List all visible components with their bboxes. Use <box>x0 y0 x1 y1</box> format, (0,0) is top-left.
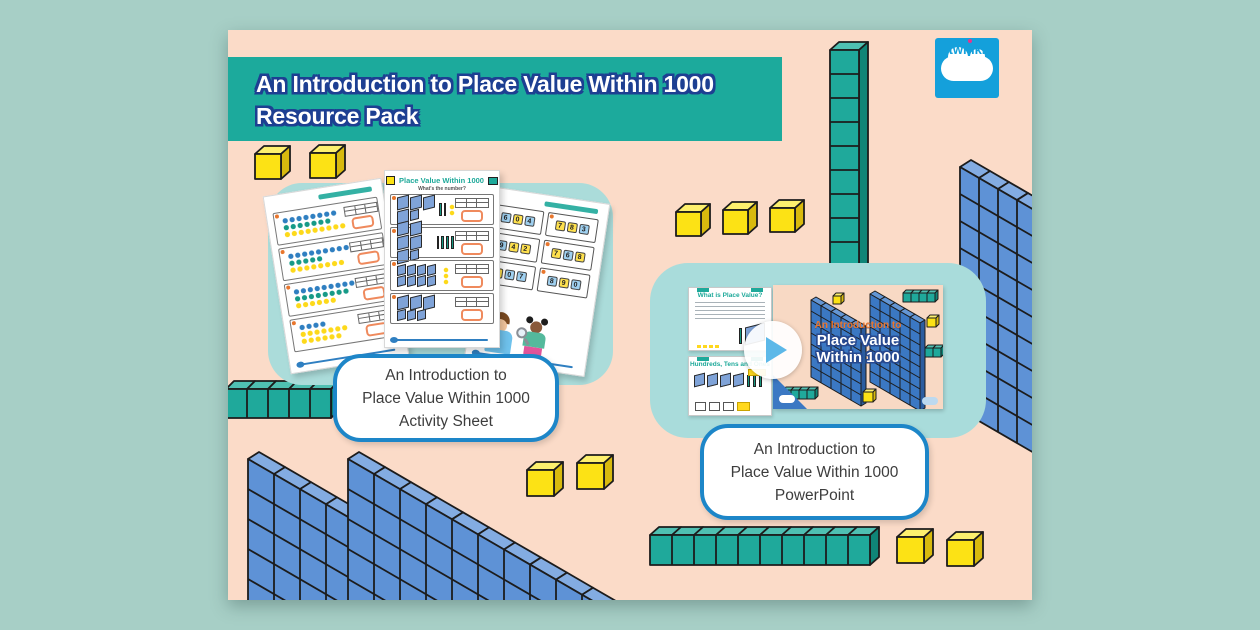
cover-rod-icon <box>902 289 939 303</box>
slide-answer-boxes <box>695 402 750 411</box>
base-ten-cube-icon <box>309 144 346 179</box>
resource-pack-card: An Introduction to Place Value Within 10… <box>228 30 1032 600</box>
cover-cube-icon <box>832 292 845 305</box>
base-ten-cube-icon <box>769 199 805 233</box>
digit-tile: 0 <box>569 279 582 291</box>
cover-kicker: An Introduction to <box>814 320 902 331</box>
digit-tile: 6 <box>562 249 574 261</box>
worksheet-question-row <box>390 194 494 225</box>
worksheet-subtitle: What's the number? <box>418 186 466 192</box>
digit-tile: 6 <box>499 211 512 224</box>
twinkl-logo-dot <box>968 39 972 43</box>
slide-artwork <box>738 322 766 346</box>
digit-tile: 7 <box>515 270 527 283</box>
cover-corner-triangle <box>773 375 807 409</box>
base-ten-tower-icon <box>829 41 869 291</box>
slide1-title: What is Place Value? <box>697 292 763 299</box>
base-ten-cube-icon <box>722 201 758 235</box>
magnifying-glass-icon <box>515 326 529 340</box>
digit-tile: 8 <box>566 221 578 234</box>
base-ten-cube-icon <box>946 531 984 567</box>
digit-tile: 0 <box>503 269 515 281</box>
worksheet-question-row <box>390 220 494 264</box>
twinkl-cloud-icon <box>922 397 938 405</box>
twinkl-logo[interactable]: twinkl <box>935 38 999 98</box>
base-ten-rod-icon <box>649 526 880 566</box>
base-ten-flat-wall-icon <box>347 451 616 600</box>
activity-callout-line2: Place Value Within 1000 <box>362 389 530 407</box>
powerpoint-callout-line1: An Introduction to <box>753 440 876 458</box>
cover-flat-wall-icon <box>810 296 867 407</box>
twinkl-logo-text: twinkl <box>948 42 986 57</box>
cover-cube-icon <box>926 314 940 328</box>
digit-tile: 3 <box>578 223 590 236</box>
slide-corner-tab <box>751 288 763 292</box>
digit-tile: 0 <box>511 213 524 226</box>
cover-flat-wall-icon <box>869 290 926 409</box>
slide-body-text-lines <box>695 302 765 322</box>
digit-tile: 8 <box>573 251 586 263</box>
page-title-line1: An Introduction to Place Value Within 10… <box>256 71 714 97</box>
play-button[interactable] <box>744 321 802 379</box>
header-banner: An Introduction to Place Value Within 10… <box>228 57 782 141</box>
worksheet-page-center: Place Value Within 1000 What's the numbe… <box>384 170 500 348</box>
base-ten-cube-icon <box>526 461 564 497</box>
worksheet-question-row <box>390 293 494 324</box>
digit-tile: 7 <box>550 247 562 260</box>
powerpoint-cover-slide[interactable]: An Introduction to Place Value Within 10… <box>773 285 943 409</box>
activity-callout-line1: An Introduction to <box>385 366 507 384</box>
slide-yellow-cubes-row <box>697 345 719 348</box>
powerpoint-callout-line2: Place Value Within 1000 <box>730 463 899 481</box>
slide-corner-tab <box>697 288 709 292</box>
worksheet-question-row <box>390 260 494 291</box>
slide-corner-tab <box>697 357 709 361</box>
base-ten-cube-icon <box>576 454 614 490</box>
worksheet-title: Place Value Within 1000 <box>399 176 484 185</box>
flat-icon <box>487 176 498 185</box>
cover-title-line2: Within 1000 <box>816 349 900 366</box>
cover-title-line1: Place Value <box>816 332 900 349</box>
base-ten-cube-icon <box>254 145 291 180</box>
twinkl-cloud-icon <box>779 395 795 403</box>
play-icon <box>766 337 787 363</box>
powerpoint-callout-line3: PowerPoint <box>774 486 855 504</box>
digit-tile: 7 <box>554 220 566 232</box>
base-ten-cube-icon <box>896 528 934 564</box>
digit-tile: 2 <box>519 243 531 255</box>
powerpoint-slide-1-thumbnail: What is Place Value? <box>688 287 772 351</box>
digit-tile: 4 <box>507 241 520 253</box>
digit-tile: 4 <box>523 215 536 227</box>
worksheet-footer-line <box>390 337 488 343</box>
cube-icon <box>386 176 395 185</box>
activity-callout-line3: Activity Sheet <box>399 412 493 430</box>
twinkl-cloud-icon <box>941 46 993 81</box>
digit-tile: 8 <box>546 275 558 287</box>
cover-cube-icon <box>862 388 877 403</box>
powerpoint-callout[interactable]: An Introduction to Place Value Within 10… <box>700 424 929 520</box>
base-ten-cube-icon <box>675 203 711 237</box>
base-ten-rod-icon <box>228 380 340 419</box>
activity-sheet-callout[interactable]: An Introduction to Place Value Within 10… <box>333 354 559 442</box>
slide2-title: Hundreds, Tens and Ones <box>689 361 771 368</box>
cover-rod-icon <box>924 344 943 358</box>
page-title-line2: Resource Pack <box>256 103 419 129</box>
digit-tile: 9 <box>557 277 570 289</box>
